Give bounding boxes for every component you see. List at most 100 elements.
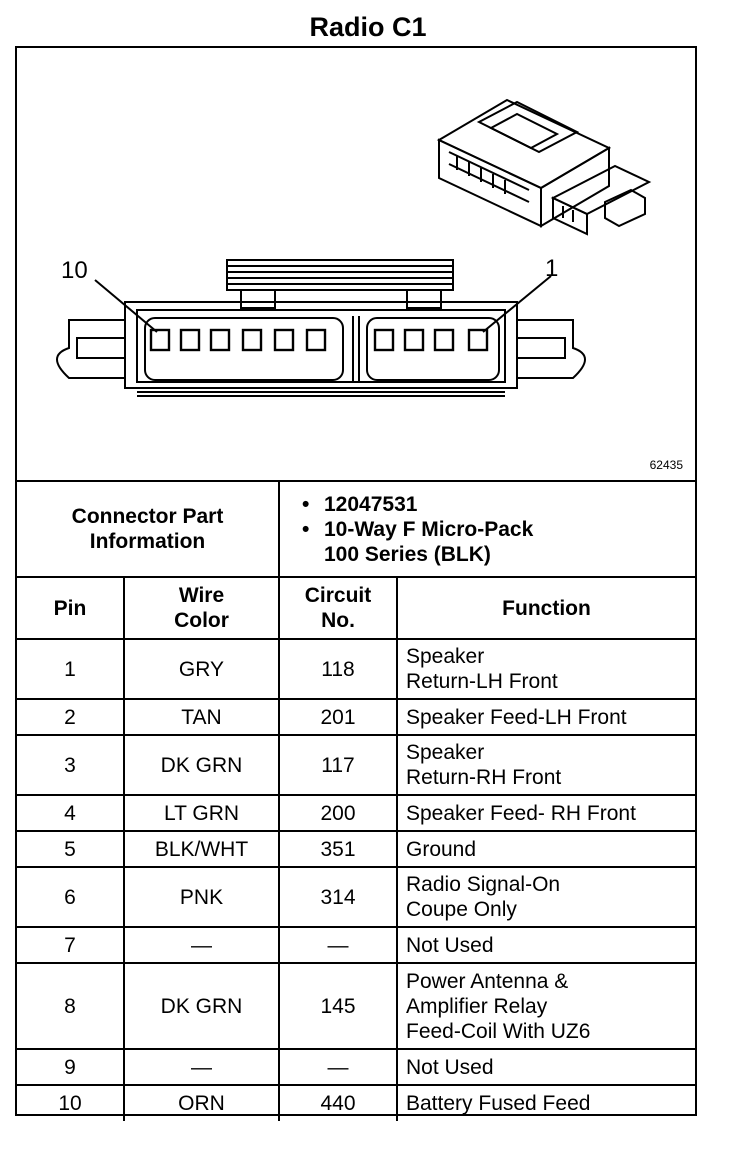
function-cell: Speaker Feed- RH Front (395, 794, 696, 832)
function-line: Speaker Feed-LH Front (406, 705, 627, 729)
circuit-cell: 118 (278, 638, 398, 700)
function-line: Not Used (406, 933, 494, 957)
function-line: Return-LH Front (406, 670, 558, 693)
wire-color-cell: ORN (123, 1084, 280, 1121)
pin-label-1: 1 (545, 255, 558, 282)
circuit-cell: 351 (278, 830, 398, 868)
wire-color-cell: DK GRN (123, 734, 280, 796)
function-line: Radio Signal-On (406, 873, 561, 896)
wire-color-cell: GRY (123, 638, 280, 700)
function-cell: Not Used (395, 926, 696, 964)
function-line: Power Antenna & (406, 969, 569, 993)
circuit-cell: 117 (278, 734, 398, 796)
pin-cavity-9 (179, 328, 201, 352)
pin-cavity-10 (149, 328, 171, 352)
table-row: 9——Not Used (17, 1048, 696, 1086)
function-line: Speaker Feed- RH Front (406, 801, 636, 825)
wire-color-cell: — (123, 1048, 280, 1086)
figure-number: 62435 (649, 458, 683, 472)
pin-cavities (149, 328, 489, 352)
pin-cavity-5 (305, 328, 327, 352)
pin-cavity-3 (403, 328, 425, 352)
function-line: Feed-Coil With UZ6 (406, 1019, 591, 1043)
connector-drawing: 10 1 62435 (17, 48, 695, 480)
pin-cell: 3 (17, 734, 125, 796)
connector-isometric-view (436, 98, 652, 236)
function-line: Not Used (406, 1055, 494, 1079)
function-cell: Speaker Feed-LH Front (395, 698, 696, 736)
function-line: Ground (406, 837, 477, 861)
pin-cell: 1 (17, 638, 125, 700)
connector-part-label: Connector Part Information (17, 480, 280, 578)
circuit-cell: 440 (278, 1084, 398, 1121)
pin-cavity-2 (433, 328, 455, 352)
wire-color-cell: PNK (123, 866, 280, 928)
connector-part-row: Connector Part Information 12047531 10-W… (17, 480, 696, 578)
connector-illustration: 10 1 (56, 98, 652, 397)
pin-cavity-8 (209, 328, 231, 352)
part-description-line2: 100 Series (BLK) (324, 542, 491, 566)
circuit-cell: 200 (278, 794, 398, 832)
function-line: Return-RH Front (406, 766, 562, 789)
table-header-row: Pin Wire Color Circuit No. Function (17, 576, 696, 640)
circuit-cell: 145 (278, 962, 398, 1050)
connector-part-info: 12047531 10-Way F Micro-Pack 100 Series … (277, 480, 696, 578)
function-line: Battery Fused Feed (406, 1092, 591, 1115)
page-title: Radio C1 (309, 12, 427, 42)
wire-color-cell: TAN (123, 698, 280, 736)
connector-sheet: 10 1 62435 Connector Part Information 12… (15, 46, 697, 1121)
header-circuit: Circuit No. (278, 576, 398, 640)
function-line: Amplifier Relay (406, 994, 548, 1018)
connector-front-view (56, 259, 586, 397)
table-row: 7——Not Used (17, 926, 696, 964)
pin-table: Connector Part Information 12047531 10-W… (17, 480, 696, 1121)
wire-color-cell: DK GRN (123, 962, 280, 1050)
header-pin: Pin (17, 576, 125, 640)
pin-cell: 4 (17, 794, 125, 832)
pin-cavity-1 (467, 328, 489, 352)
part-number: 12047531 (302, 492, 687, 517)
function-line: Speaker (406, 741, 485, 764)
circuit-cell: 201 (278, 698, 398, 736)
pin-cell: 8 (17, 962, 125, 1050)
pin-label-10: 10 (61, 257, 88, 284)
pin-cell: 9 (17, 1048, 125, 1086)
header-function: Function (395, 576, 696, 640)
pin-cell: 7 (17, 926, 125, 964)
pin-cell: 2 (17, 698, 125, 736)
circuit-cell: — (278, 926, 398, 964)
function-cell: Ground (395, 830, 696, 868)
pin-cell: 6 (17, 866, 125, 928)
callout-line-pin-1 (482, 275, 552, 333)
circuit-cell: — (278, 1048, 398, 1086)
pin-callouts (94, 275, 552, 333)
function-line: Coupe Only (406, 898, 517, 921)
wire-color-cell: BLK/WHT (123, 830, 280, 868)
header-wire-color: Wire Color (123, 576, 280, 640)
pin-cell: 5 (17, 830, 125, 868)
circuit-cell: 314 (278, 866, 398, 928)
function-line: Speaker (406, 645, 485, 668)
pin-cavity-4 (373, 328, 395, 352)
pin-cell: 10 (17, 1084, 125, 1121)
callout-line-pin-10 (94, 279, 158, 333)
wire-color-cell: LT GRN (123, 794, 280, 832)
wire-color-cell: — (123, 926, 280, 964)
function-cell: Not Used (395, 1048, 696, 1086)
pin-cavity-6 (273, 328, 295, 352)
part-description-line1: 10-Way F Micro-Pack (302, 517, 687, 542)
pin-cavity-7 (241, 328, 263, 352)
